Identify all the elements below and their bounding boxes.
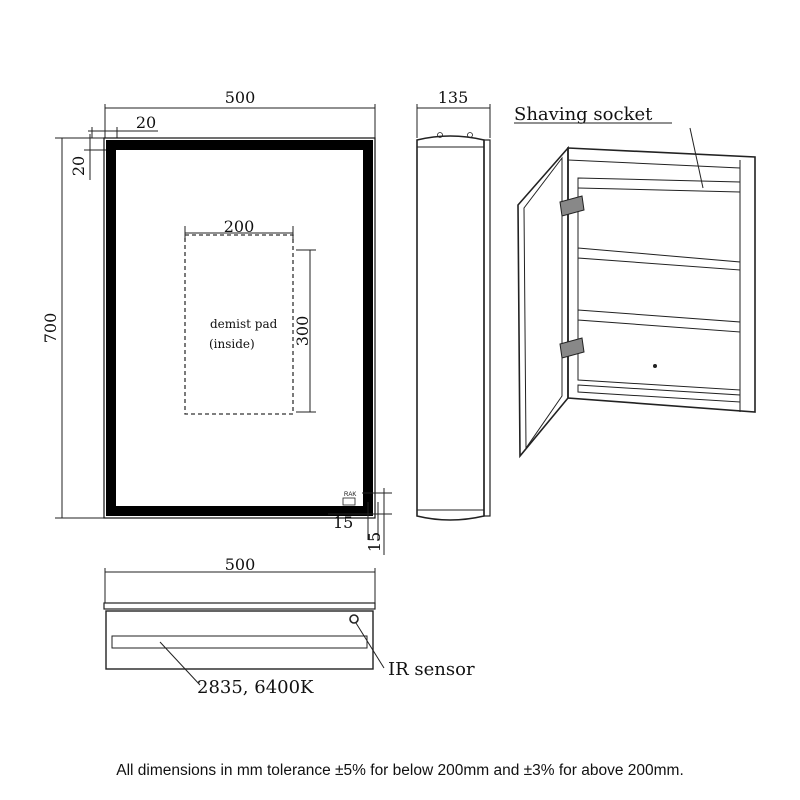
shaving-socket-leader bbox=[689, 127, 704, 189]
bottom-view: 500 IR sensor 2835, 6400K bbox=[103, 555, 475, 698]
demist-pad-inside-text: (inside) bbox=[209, 337, 255, 351]
tolerance-note: All dimensions in mm tolerance ±5% for b… bbox=[116, 762, 684, 779]
bottom-door-edge bbox=[103, 602, 376, 610]
cabinet-side-body bbox=[416, 135, 485, 521]
pad-width-label: 200 bbox=[224, 217, 255, 236]
demist-pad-text: demist pad bbox=[210, 317, 278, 331]
bottom-width-label: 500 bbox=[225, 555, 256, 574]
sensor-dot bbox=[653, 364, 657, 368]
demist-pad-outline bbox=[184, 234, 294, 415]
front-width-label: 500 bbox=[225, 88, 256, 107]
side-border-label: 20 bbox=[136, 113, 156, 132]
front-height-label: 700 bbox=[41, 313, 60, 344]
ir-sensor-leader bbox=[355, 622, 385, 669]
upper-shelf bbox=[577, 247, 741, 271]
led-strip bbox=[111, 635, 368, 649]
cabinet-body bbox=[567, 147, 756, 413]
logo-mark: RAK bbox=[344, 492, 356, 498]
corner-offset-v-label: 15 bbox=[365, 532, 384, 552]
pad-height-label: 300 bbox=[293, 316, 312, 347]
color-temp-label: 2835, 6400K bbox=[197, 677, 314, 698]
front-view: 500 20 20 700 200 300 demist pad (inside… bbox=[41, 88, 392, 555]
cabinet-side-door bbox=[483, 139, 491, 517]
mirror-led-border bbox=[106, 140, 373, 516]
shaving-socket-label: Shaving socket bbox=[514, 104, 653, 125]
isometric-open-view: Shaving socket bbox=[514, 104, 756, 459]
mirror-outer-frame bbox=[103, 137, 376, 519]
upper-hinge bbox=[559, 195, 585, 217]
corner-offset-h-label: 15 bbox=[333, 513, 353, 532]
open-door bbox=[517, 145, 569, 459]
ir-sensor-label: IR sensor bbox=[388, 659, 475, 680]
lower-shelf bbox=[577, 309, 741, 333]
ir-sensor-icon bbox=[349, 614, 359, 624]
bottom-cabinet-body bbox=[105, 610, 374, 670]
led-leader bbox=[159, 641, 201, 686]
top-border-label: 20 bbox=[69, 156, 88, 176]
lower-hinge bbox=[559, 337, 585, 359]
side-view: 135 bbox=[416, 88, 491, 521]
depth-label: 135 bbox=[438, 88, 469, 107]
